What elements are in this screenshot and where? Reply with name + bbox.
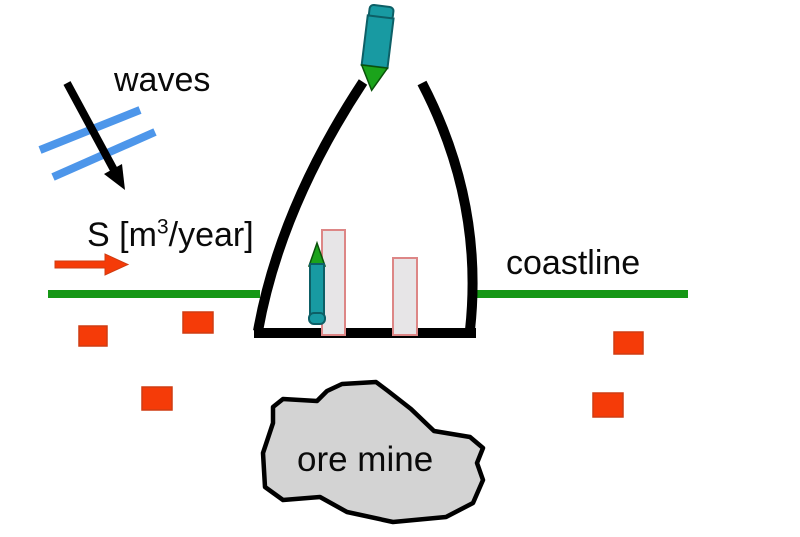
ore-deposit-square: [613, 331, 644, 355]
stockpile-bar-short: [392, 257, 418, 336]
wave-direction-arrow: [63, 81, 125, 190]
ore-deposit-square: [182, 311, 214, 334]
crayon-marker-inside: [307, 240, 327, 325]
crayon-marker-top: [360, 3, 395, 92]
sediment-label-superscript: 3: [156, 215, 169, 239]
coastline-label: coastline: [506, 244, 641, 282]
crayon-cap: [308, 312, 326, 325]
structure-left-curve: [253, 79, 368, 332]
waves-label: waves: [114, 61, 211, 99]
crayon-body: [360, 14, 395, 70]
ore-deposit-square: [141, 386, 173, 411]
sediment-rate-label: S [m3/year]: [87, 215, 254, 254]
crayon-body: [309, 263, 325, 317]
crayon-tip-down: [360, 64, 389, 92]
ore-deposit-square: [592, 392, 624, 418]
sediment-label-suffix: /year]: [168, 216, 254, 254]
structure-right-curve: [417, 80, 478, 331]
wave-arrow-shaft: [63, 81, 118, 172]
sediment-transport-arrow: [54, 253, 130, 276]
ore-deposit-square: [78, 325, 108, 347]
harbor-structure-outline: [253, 79, 478, 338]
ore-mine-blob: [260, 379, 486, 525]
ore-mine-label: ore mine: [297, 440, 434, 479]
wave-arrow-head: [104, 164, 125, 190]
sediment-label-prefix: S [m: [87, 216, 157, 254]
ore-deposit-squares: [78, 311, 644, 418]
